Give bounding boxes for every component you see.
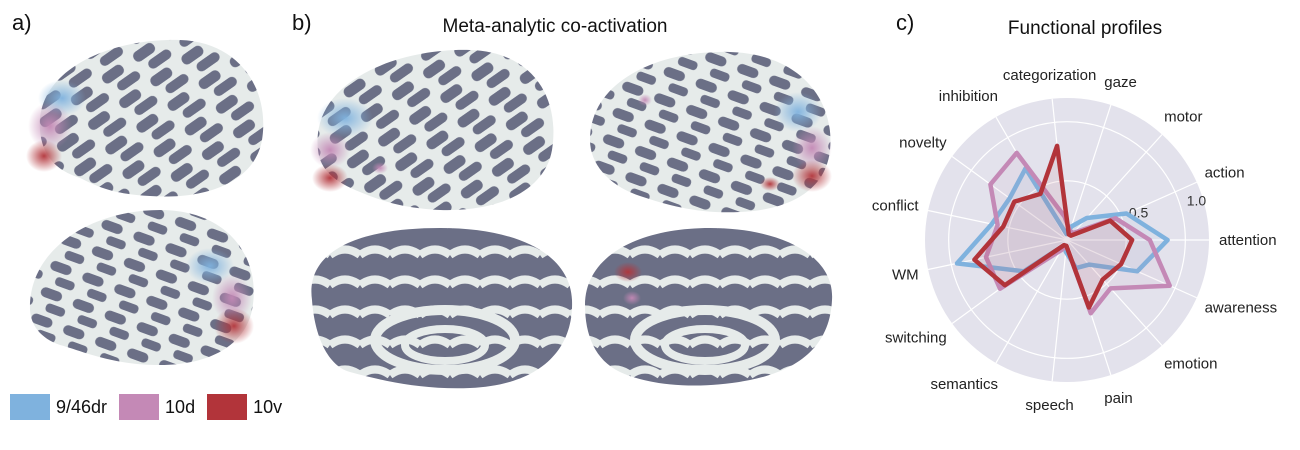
- legend-label: 10d: [165, 396, 196, 417]
- radar-category-label: categorization: [1003, 67, 1096, 84]
- legend-swatch: [10, 394, 50, 420]
- legend-swatch: [119, 394, 160, 420]
- legend-item-10v: 10v: [207, 394, 282, 420]
- panel-b-right-lateral-brain: [590, 51, 832, 213]
- radar-category-label: gaze: [1104, 74, 1137, 91]
- brain-surfaces: [26, 39, 833, 389]
- radar-category-label: action: [1205, 165, 1245, 182]
- radar-category-label: awareness: [1205, 300, 1278, 317]
- radar-category-label: novelty: [899, 134, 947, 151]
- legend-item-9-46dr: 9/46dr: [10, 394, 107, 420]
- panel-a-lateral-brain: [26, 39, 264, 197]
- radar-category-label: speech: [1025, 397, 1073, 414]
- radar-chart: 0.51.0attentionactionmotorgazecategoriza…: [872, 67, 1278, 414]
- radar-category-label: conflict: [872, 198, 920, 215]
- panel-b-label: b): [292, 10, 312, 35]
- radar-series-9/46dr: [954, 166, 1170, 274]
- radar-category-label: pain: [1104, 390, 1132, 407]
- panel-b-left-medial-brain: [311, 228, 573, 389]
- panel-a-right-brain: [29, 210, 254, 365]
- panel-c-title: Functional profiles: [1007, 18, 1163, 39]
- radar-spoke: [995, 239, 1068, 364]
- radar-spoke: [1051, 239, 1068, 382]
- radar-category-label: attention: [1219, 232, 1277, 249]
- panel-c-label: c): [896, 10, 915, 35]
- radar-spoke: [1066, 239, 1163, 346]
- radar-spoke: [927, 239, 1068, 271]
- panel-b-left-lateral-brain: [310, 49, 554, 211]
- radar-tick-label: 1.0: [1187, 192, 1207, 208]
- radar-spoke: [1066, 104, 1112, 241]
- panel-b-title: Meta-analytic co-activation: [442, 16, 668, 37]
- legend-item-10d: 10d: [119, 394, 195, 420]
- panel-a-label: a): [12, 10, 32, 35]
- radar-category-label: WM: [892, 267, 919, 284]
- radar-category-label: inhibition: [939, 88, 998, 105]
- radar-series-10v: [972, 143, 1135, 310]
- radar-category-label: motor: [1164, 109, 1202, 126]
- panel-b-right-medial-brain: [585, 228, 833, 386]
- legend: 9/46dr 10d 10v: [10, 394, 294, 420]
- radar-category-label: semantics: [930, 376, 998, 393]
- legend-label: 9/46dr: [56, 396, 108, 417]
- legend-label: 10v: [253, 396, 283, 417]
- radar-category-label: switching: [885, 330, 947, 347]
- legend-swatch: [207, 394, 248, 420]
- radar-category-label: emotion: [1164, 355, 1217, 372]
